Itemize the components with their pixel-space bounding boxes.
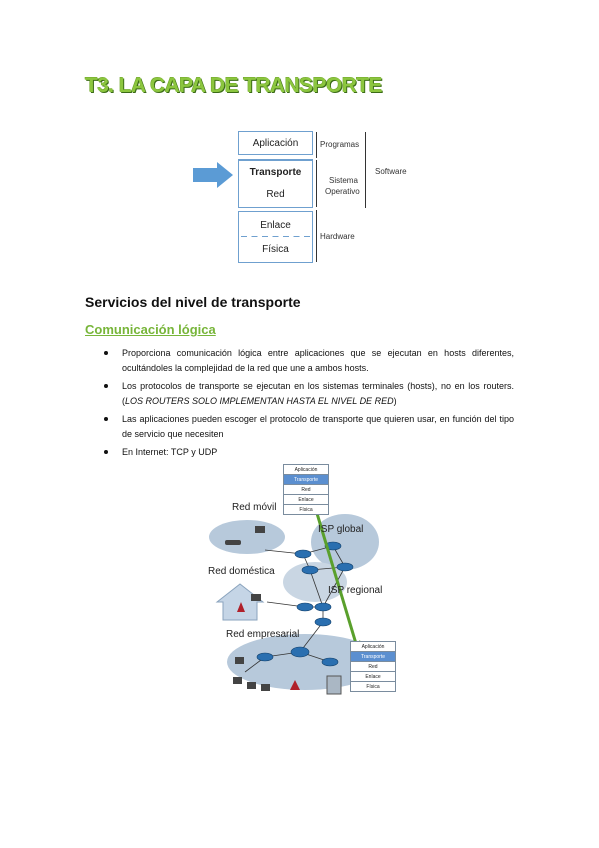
- list-item: En Internet: TCP y UDP: [104, 445, 514, 460]
- label-regional-isp: ISP regional: [328, 585, 383, 596]
- bullet-list: Proporciona comunicación lógica entre ap…: [104, 346, 514, 463]
- software-label: Software: [375, 167, 407, 176]
- list-item: Los protocolos de transporte se ejecutan…: [104, 379, 514, 409]
- programs-brace: [316, 132, 317, 158]
- programs-label: Programas: [320, 140, 360, 149]
- layer-aplicacion: Aplicación: [238, 131, 313, 155]
- hardware-brace: [316, 210, 317, 262]
- os-label-2: Operativo: [325, 187, 360, 196]
- stack-row: Física: [350, 681, 396, 692]
- hardware-label: Hardware: [320, 232, 355, 241]
- layer-enlace: Enlace: [238, 211, 313, 237]
- section-heading: Servicios del nivel de transporte: [85, 294, 301, 310]
- software-brace: [365, 132, 366, 208]
- page-title: T3. LA CAPA DE TRANSPORTE: [85, 74, 383, 97]
- bullet-icon: [104, 351, 108, 355]
- bottom-host-stack: Aplicación Transporte Red Enlace Física: [350, 641, 396, 692]
- layer-fisica: Física: [238, 237, 313, 263]
- bullet-icon: [104, 384, 108, 388]
- list-item: Proporciona comunicación lógica entre ap…: [104, 346, 514, 376]
- list-item: Las aplicaciones pueden escoger el proto…: [104, 412, 514, 442]
- bullet-icon: [104, 450, 108, 454]
- label-global-isp: ISP global: [318, 524, 364, 535]
- network-figure: [209, 484, 383, 695]
- os-label-1: Sistema: [329, 176, 358, 185]
- bullet-icon: [104, 417, 108, 421]
- layer-red: Red: [238, 182, 313, 208]
- os-brace: [316, 160, 317, 207]
- stack-row: Física: [283, 504, 329, 515]
- subsection-heading: Comunicación lógica: [85, 322, 216, 337]
- label-mobile-network: Red móvil: [232, 502, 277, 513]
- arrow-right-icon: [193, 162, 233, 188]
- top-host-stack: Aplicación Transporte Red Enlace Física: [283, 464, 329, 515]
- label-enterprise-network: Red empresarial: [226, 629, 300, 640]
- label-home-network: Red doméstica: [208, 566, 275, 577]
- layer-transporte: Transporte: [238, 159, 313, 183]
